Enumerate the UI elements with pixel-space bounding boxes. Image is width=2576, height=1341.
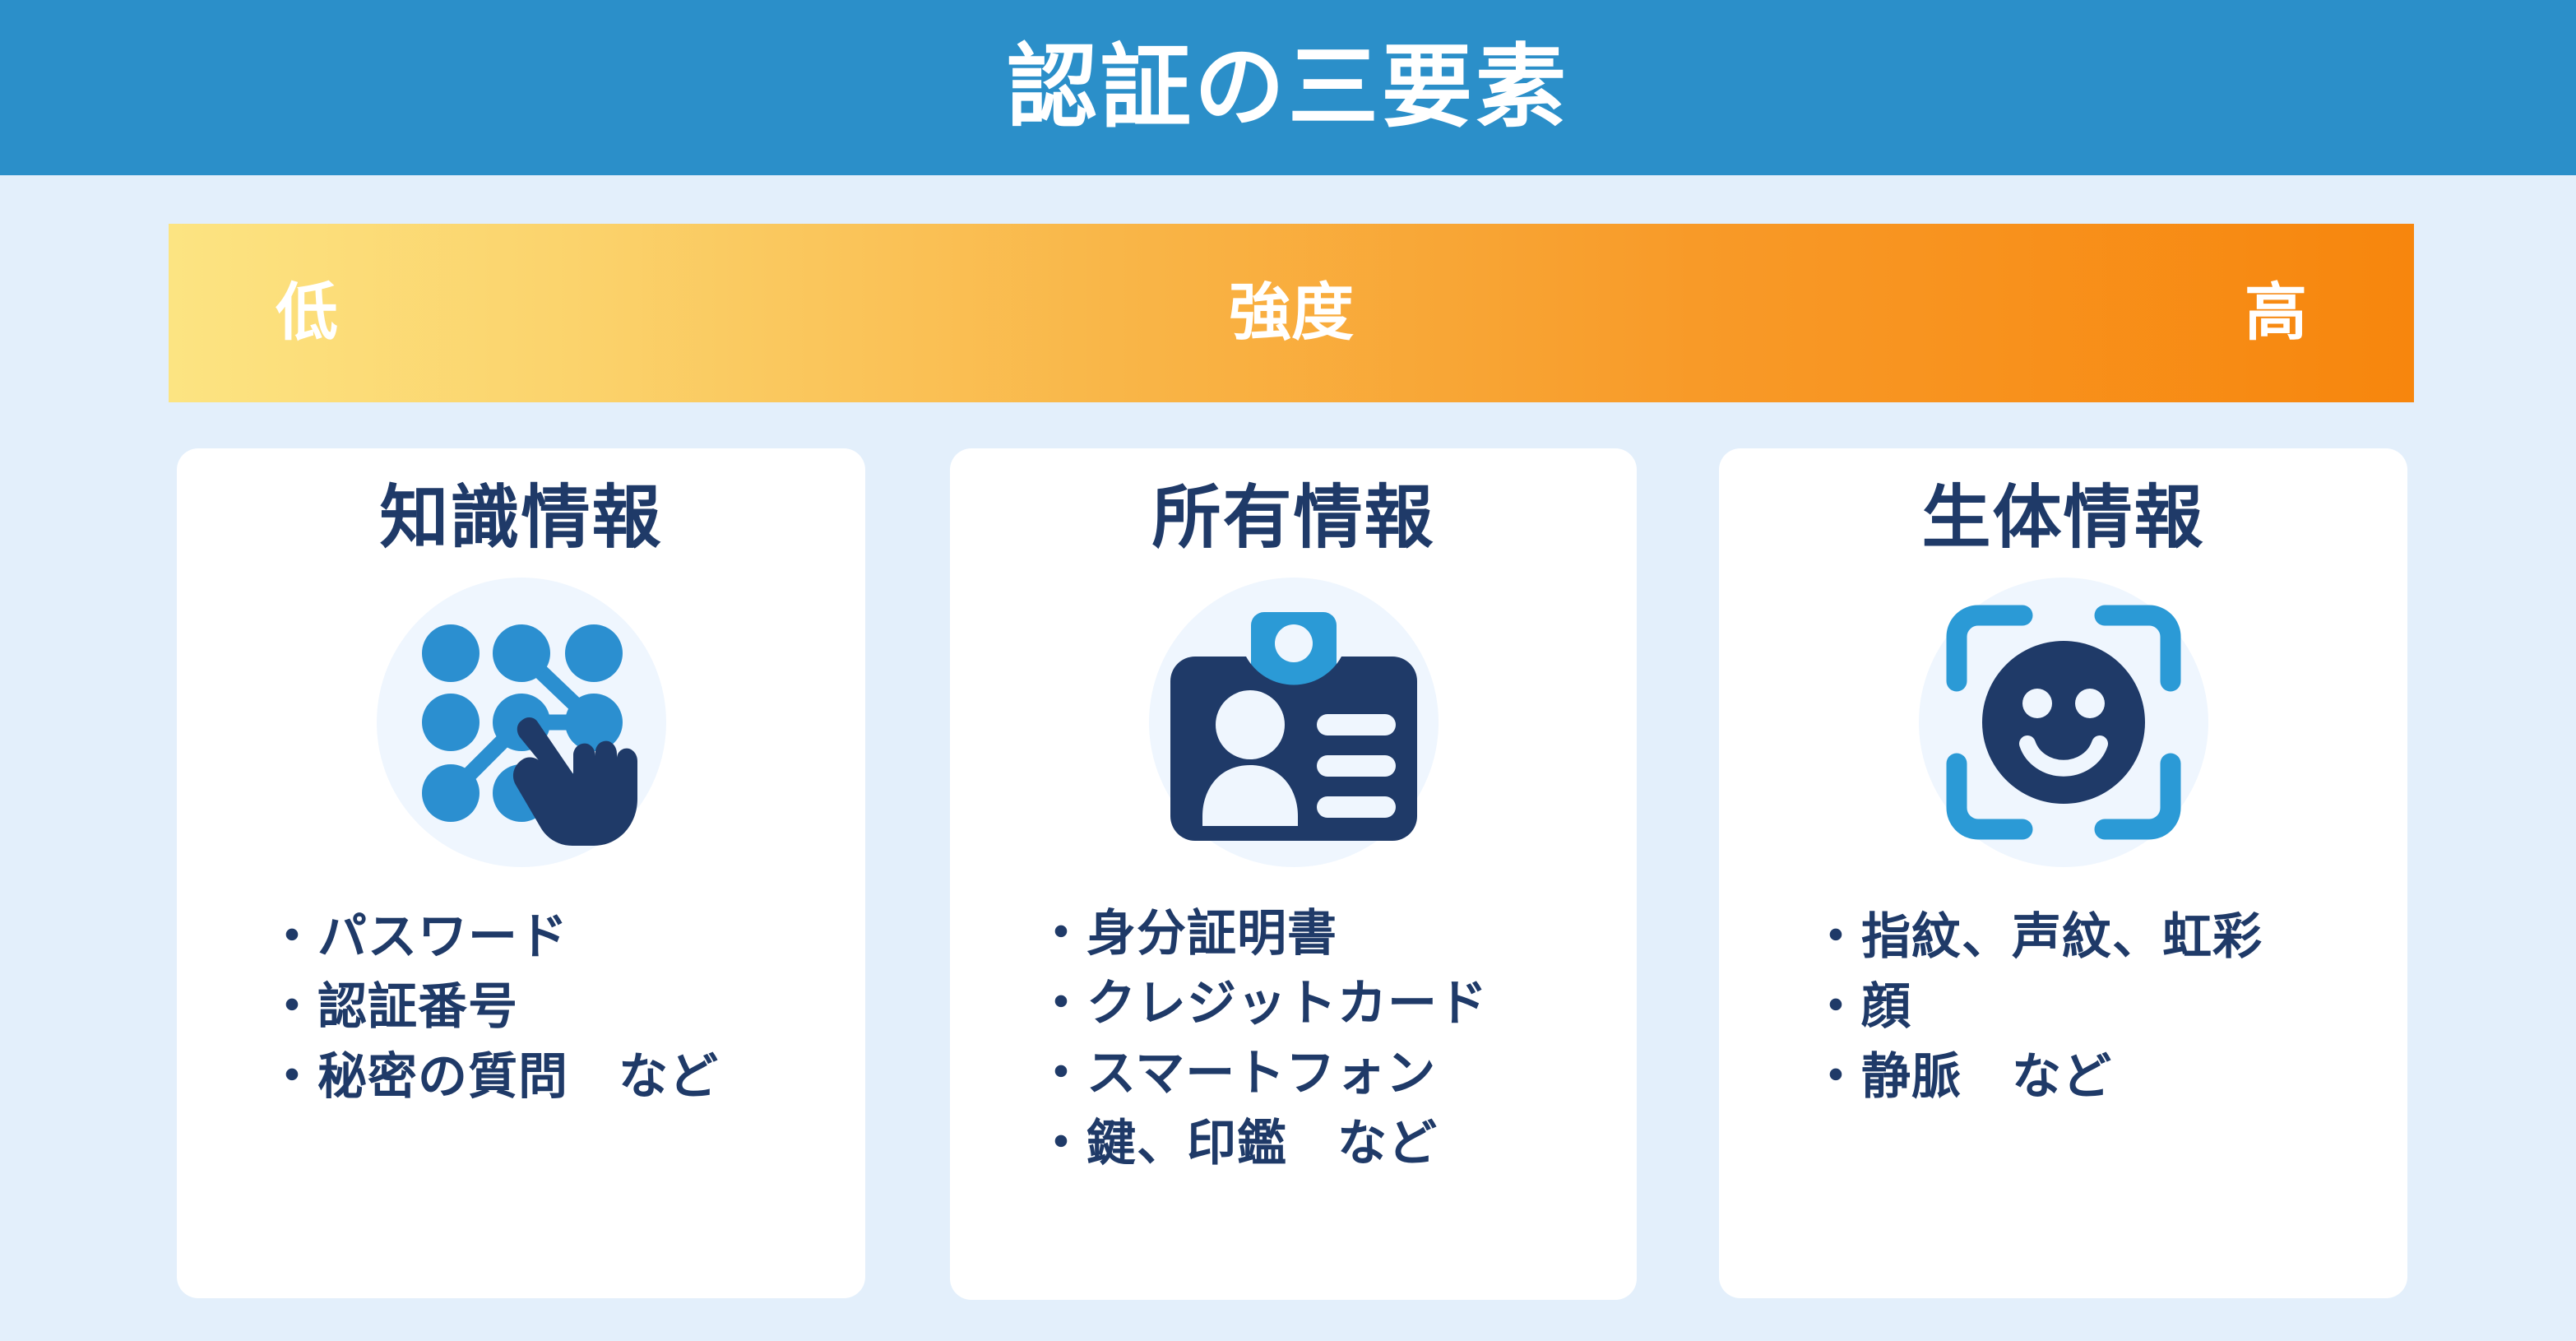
strength-center-label: 強度 bbox=[1229, 277, 1354, 348]
list-item: ・クレジットカード bbox=[1036, 975, 1488, 1031]
card-title-biometric: 生体情報 bbox=[1921, 479, 2205, 556]
page-header: 認証の三要素 bbox=[0, 0, 2576, 175]
bullet-list-knowledge: ・パスワード ・認証番号 ・秘密の質問 など bbox=[177, 902, 865, 1112]
face-scan-icon bbox=[1940, 599, 2187, 846]
list-item: ・認証番号 bbox=[267, 978, 518, 1034]
bullet-list-biometric: ・指紋、声紋、虹彩 ・顔 ・静脈 など bbox=[1719, 902, 2407, 1112]
card-title-knowledge: 知識情報 bbox=[379, 479, 663, 556]
list-item: ・静脈 など bbox=[1811, 1048, 2112, 1104]
list-item: ・秘密の質問 など bbox=[267, 1048, 719, 1104]
authentication-factor-cards: 知識情報 bbox=[0, 448, 2576, 1304]
card-possession-factor: 所有情報 bbox=[950, 448, 1637, 1300]
list-item: ・スマートフォン bbox=[1036, 1045, 1437, 1101]
page-title: 認証の三要素 bbox=[1007, 36, 1569, 138]
card-biometric-factor: 生体情報 bbox=[1719, 448, 2407, 1298]
list-item: ・顔 bbox=[1811, 978, 1911, 1034]
icon-area-biometric bbox=[1719, 558, 2407, 887]
strength-low-label: 低 bbox=[276, 277, 338, 348]
list-item: ・指紋、声紋、虹彩 bbox=[1811, 908, 2263, 964]
icon-area-possession bbox=[950, 558, 1637, 887]
list-item: ・身分証明書 bbox=[1036, 905, 1337, 961]
strength-gradient-bar: 低 強度 高 bbox=[169, 224, 2414, 402]
icon-circle-possession bbox=[1148, 577, 1439, 867]
bullet-list-possession: ・身分証明書 ・クレジットカード ・スマートフォン ・鍵、印鑑 など bbox=[950, 898, 1637, 1179]
list-item: ・鍵、印鑑 など bbox=[1036, 1116, 1438, 1172]
strength-high-label: 高 bbox=[2245, 277, 2307, 348]
id-badge-icon bbox=[1170, 604, 1417, 841]
icon-circle-biometric bbox=[1918, 577, 2208, 867]
list-item: ・パスワード bbox=[267, 908, 568, 964]
icon-area-knowledge bbox=[177, 558, 865, 887]
pattern-lock-icon bbox=[398, 599, 645, 846]
card-title-possession: 所有情報 bbox=[1151, 479, 1435, 556]
icon-circle-knowledge bbox=[376, 577, 666, 867]
card-knowledge-factor: 知識情報 bbox=[177, 448, 865, 1298]
